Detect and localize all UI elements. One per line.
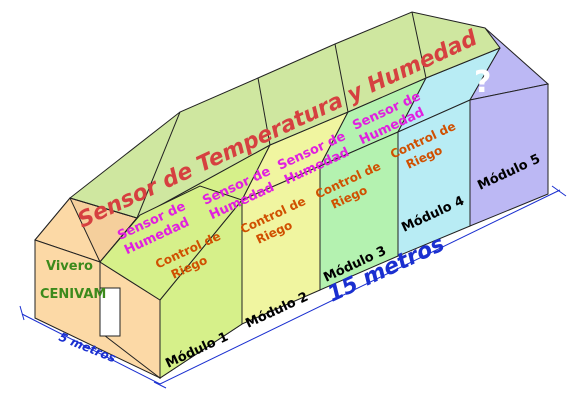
door xyxy=(99,287,121,337)
question-mark: ? xyxy=(474,65,491,100)
roof-back-top xyxy=(68,11,501,219)
roof-front-module-1-overlay xyxy=(99,185,243,301)
length-dimension-line xyxy=(159,189,561,385)
nursery-label-line1: Vivero xyxy=(46,259,93,274)
side-wall-module-5 xyxy=(469,83,549,227)
width-dimension-line xyxy=(21,313,161,385)
nursery-label-line2: CENIVAM xyxy=(40,287,106,302)
